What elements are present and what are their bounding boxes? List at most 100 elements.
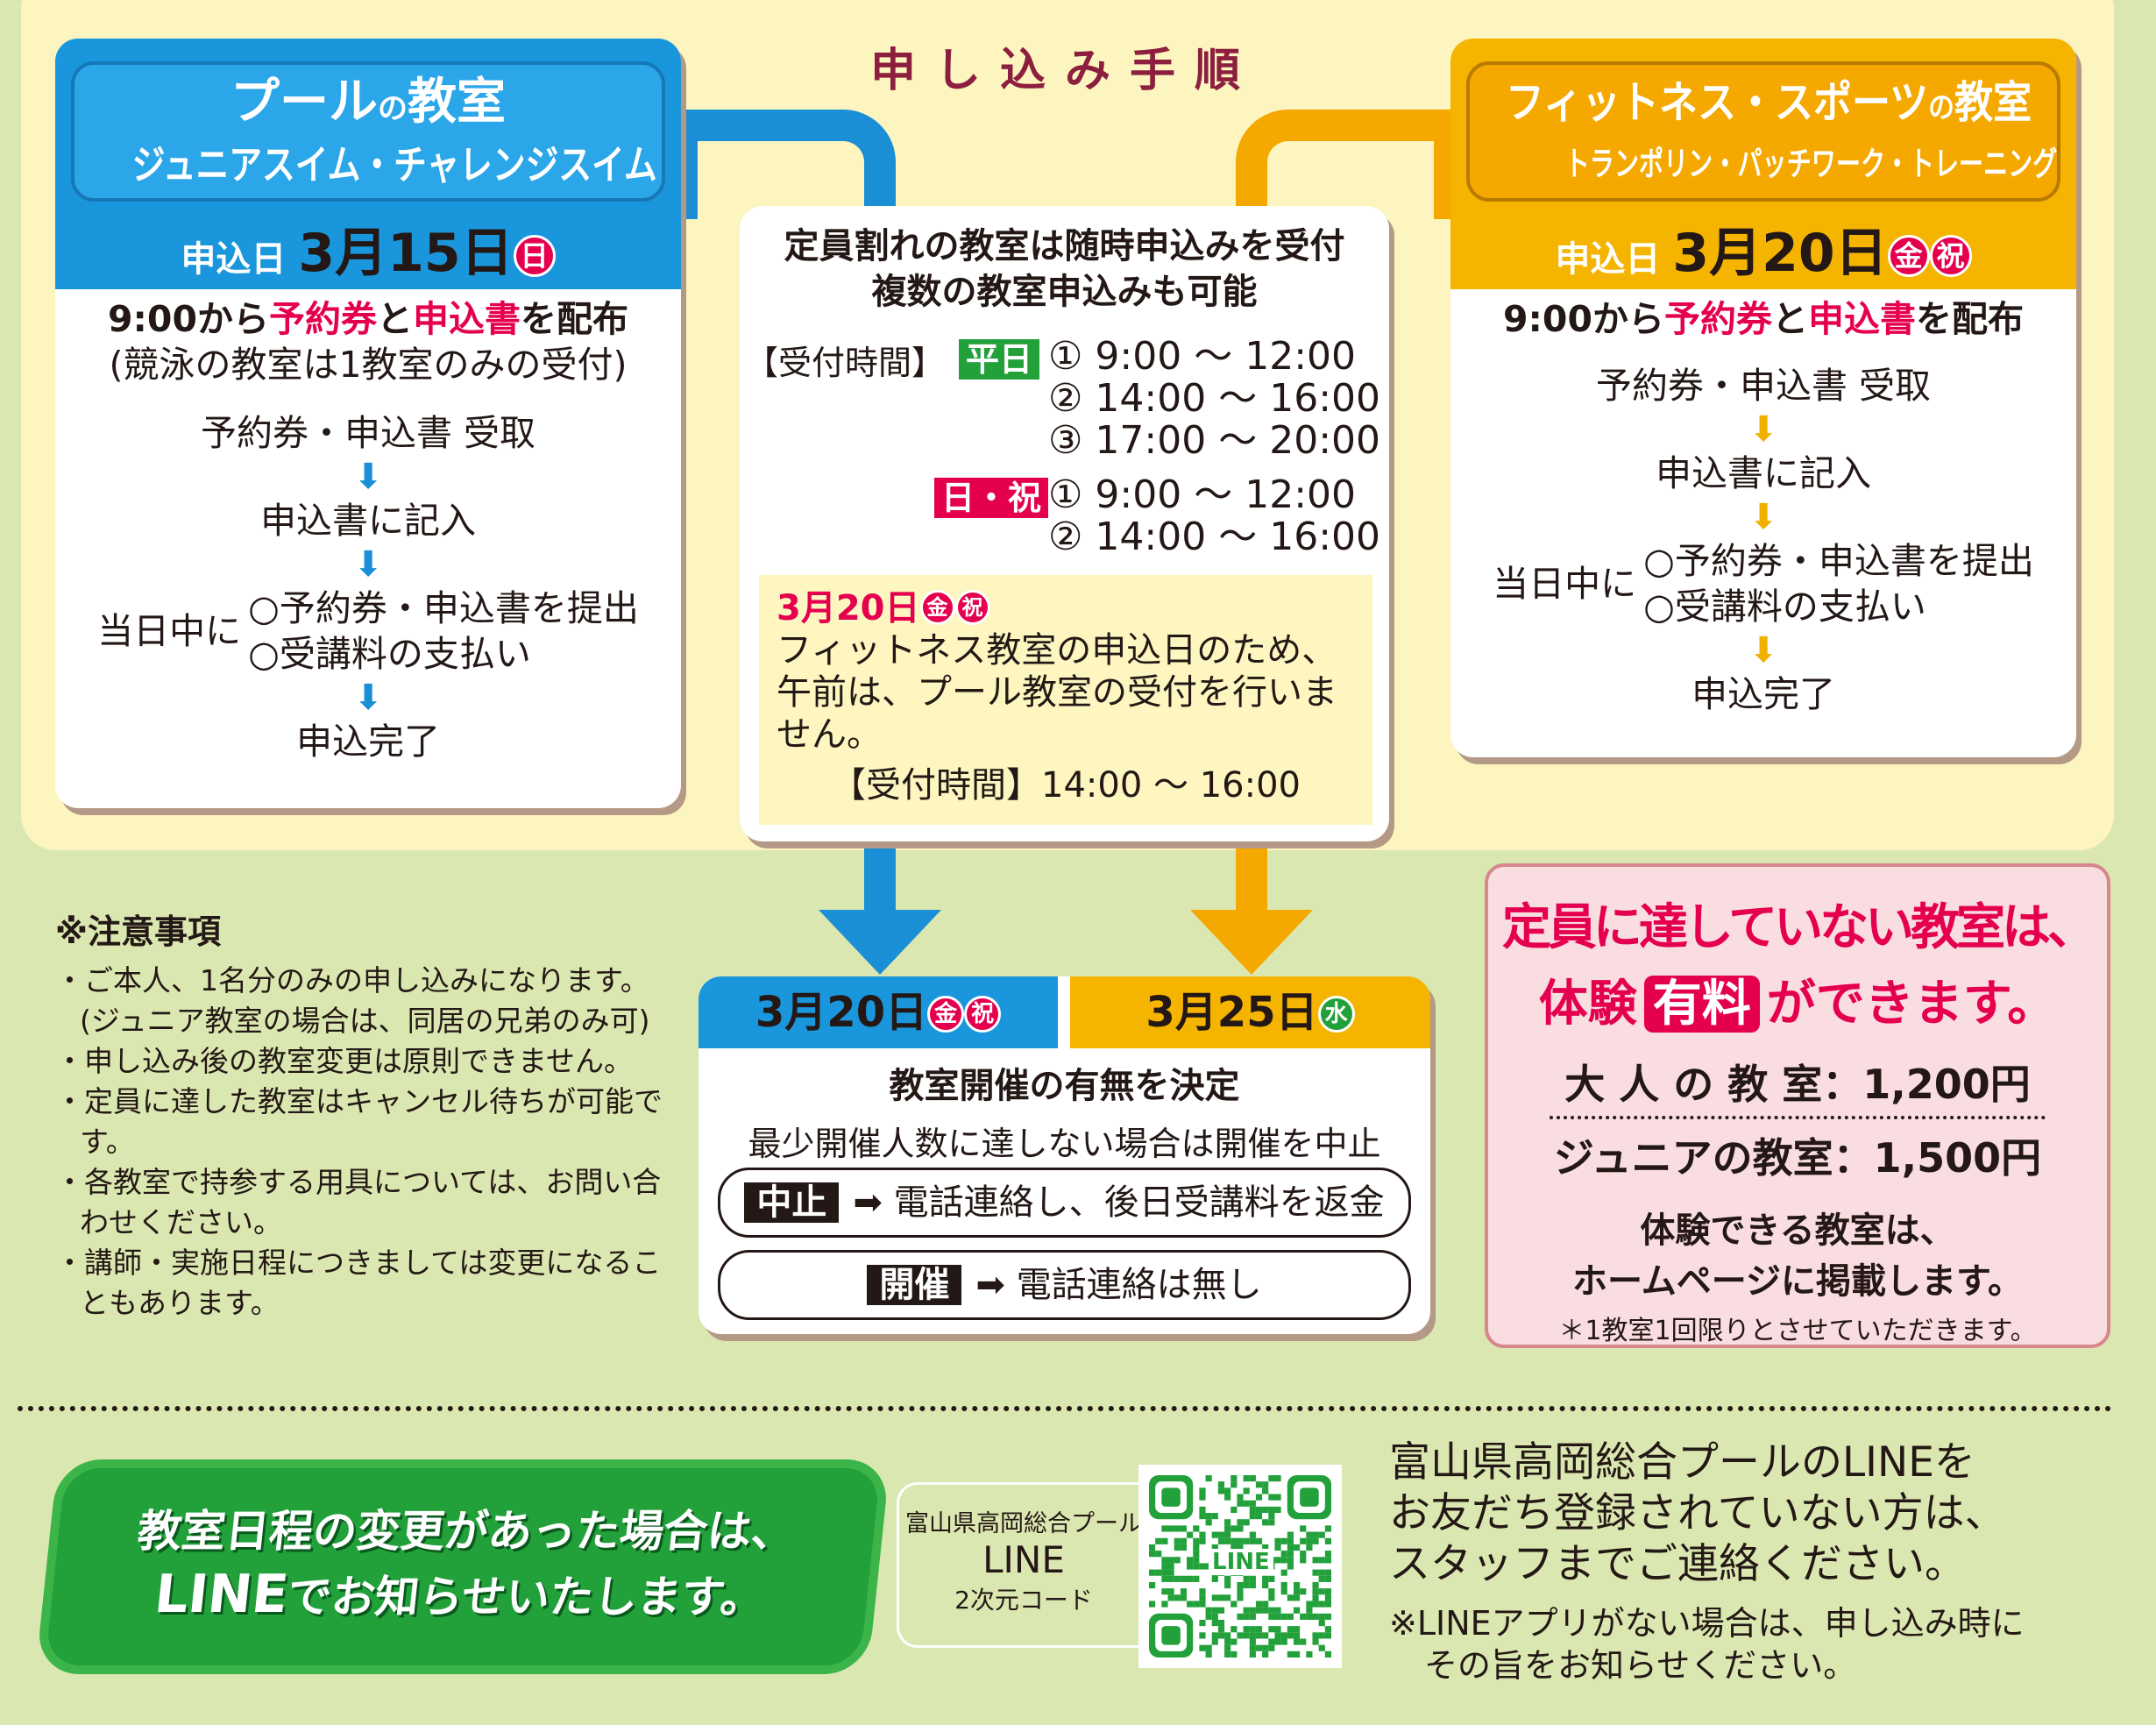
qr-module [1174,1544,1181,1551]
fitness-header: フィットネス・スポーツの教室 トランポリン・パッチワーク・トレーニング教室 申込… [1450,39,2076,289]
qr-module [1306,1607,1313,1614]
down-arrow-icon: ⬇ [353,544,383,585]
qr-module [1243,1575,1250,1582]
qr-module [1211,1594,1218,1601]
line-info-note: ※LINEアプリがない場合は、申し込み時に [1389,1604,2025,1643]
qr-module [1187,1557,1194,1564]
qr-module [1318,1632,1325,1639]
qr-module [1249,1613,1256,1620]
qr-module [1324,1537,1331,1544]
qr-module [1287,1531,1294,1538]
time-slot: ① 9:00 ～ 12:00 [1048,472,1357,517]
text: 予約券 [1663,298,1772,340]
pool-distribution: 9:00から予約券と申込書を配布 [55,296,681,342]
qr-module [1161,1626,1181,1645]
qr-module [1199,1537,1206,1544]
divider [18,1406,2112,1411]
qr-module [1318,1613,1325,1620]
qr-module [1262,1575,1269,1582]
qr-module [1318,1588,1325,1595]
qr-module [1249,1500,1256,1507]
qr-module [1237,1537,1244,1544]
note-item: ・各教室で持参する用具については、お問い合わせください。 [55,1165,662,1239]
qr-module [1268,1638,1275,1645]
qr-module [1324,1650,1331,1658]
qr-module [1280,1551,1287,1558]
qr-module [1293,1626,1301,1633]
qr-module [1293,1588,1301,1595]
qr-module [1293,1607,1301,1614]
qr-module [1249,1632,1256,1639]
decision-heading: 教室開催の有無を決定 [889,1066,1240,1106]
qr-module [1224,1581,1231,1589]
hold-text: 電話連絡は無し [1016,1265,1262,1305]
qr-module [1230,1481,1238,1488]
qr-module [1255,1537,1263,1544]
qr-module [1230,1626,1238,1633]
pool-title: プール [230,74,378,131]
hold-label: 開催 [867,1265,962,1305]
qr-module [1324,1632,1331,1639]
qr-module [1237,1525,1244,1532]
trial-line1: 定員に達していない教室は、 [1501,899,2096,956]
qr-module [1312,1588,1319,1595]
qr-module [1155,1537,1162,1544]
text: 9:00から [1503,298,1664,340]
orange-arrow-shaft [1236,833,1267,912]
time-slot: ① 9:00 ～ 12:00 [1048,334,1357,379]
text: 申込書 [412,298,521,340]
cancel-text: 電話連絡し、後日受講料を返金 [893,1182,1385,1223]
qr-module [1161,1588,1168,1595]
qr-label-box: 富山県高岡総合プール LINE 2次元コード [897,1482,1151,1648]
qr-module [1306,1613,1313,1620]
line-qr-code[interactable]: LINE [1138,1465,1342,1668]
text: 申込書 [1807,298,1916,340]
qr-module [1300,1551,1307,1558]
qr-module [1149,1551,1156,1558]
qr-module [1199,1487,1206,1494]
qr-module [1199,1619,1206,1627]
qr-module [1287,1594,1294,1601]
text: ○受講料の支払い [248,633,531,675]
qr-module [1249,1513,1256,1520]
qr-module [1268,1575,1275,1582]
page-title: 申し込み手順 [869,45,1259,97]
qr-module [1230,1601,1238,1608]
qr-module [1211,1632,1218,1639]
blue-connector [666,110,896,219]
qr-module [1274,1607,1281,1614]
day-badge: 日 [513,235,556,277]
qr-module [1161,1557,1168,1564]
banner-line1: 教室日程の変更があった場合は、 [135,1506,798,1557]
qr-module [1199,1531,1206,1538]
qr-module [1324,1594,1331,1601]
notes-section: ※注意事項 ・ご本人、1名分のみの申し込みになります。(ジュニア教室の場合は、同… [55,912,669,1324]
line-info-note: その旨をお知らせください。 [1424,1646,1857,1685]
day-badge: 水 [1317,996,1355,1033]
qr-module [1280,1557,1287,1564]
qr-module [1199,1506,1206,1514]
pool-subtitle: ジュニアスイム・チャレンジスイム [131,141,657,188]
qr-module [1318,1569,1325,1576]
qr-module [1167,1569,1174,1576]
hold-row: 開催➡ 電話連絡は無し [718,1250,1411,1320]
qr-module [1287,1632,1294,1639]
text: 教室 [1954,77,2032,128]
qr-module [1224,1531,1231,1538]
qr-module [1187,1601,1194,1608]
qr-module [1318,1601,1325,1608]
qr-module [1262,1481,1269,1488]
qr-module [1224,1632,1231,1639]
qr-module [1274,1544,1281,1551]
qr-module [1312,1601,1319,1608]
note-item: ・定員に達した教室はキャンセル待ちが可能です。 [55,1084,663,1159]
qr-module [1211,1638,1218,1645]
adult-price: 大 人 の 教 室：1,200円 [1550,1053,2046,1119]
qr-module [1249,1537,1256,1544]
qr-module [1180,1544,1188,1551]
qr-module [1161,1569,1168,1576]
text: 9:00から [108,298,269,340]
time-slot: ② 14:00 ～ 16:00 [1048,515,1381,559]
qr-module [1211,1613,1218,1620]
qr-module [1243,1519,1250,1526]
